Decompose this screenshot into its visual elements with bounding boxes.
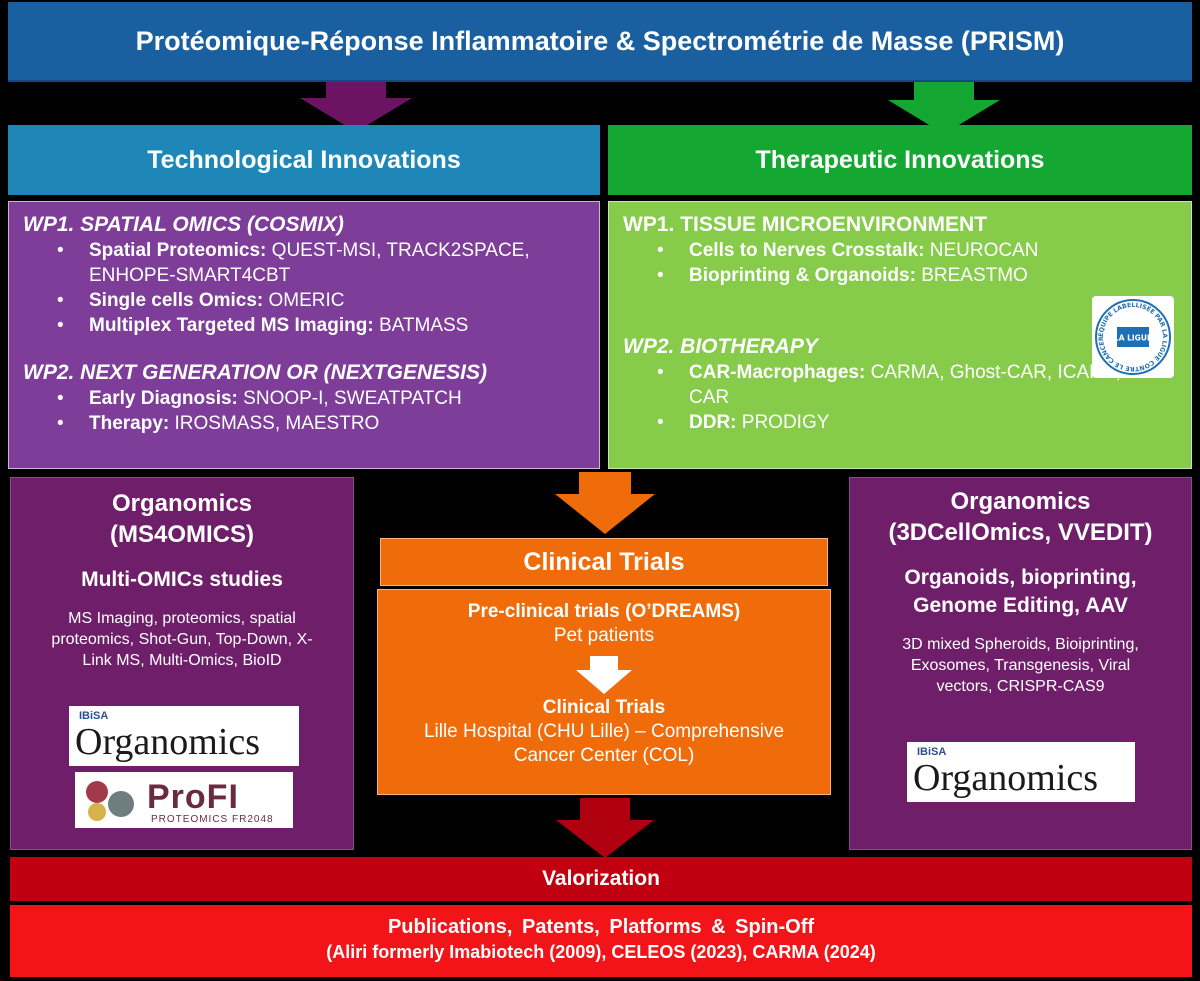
thera-wp1-list: Cells to Nerves Crosstalk: NEUROCAN Biop… bbox=[623, 238, 1177, 288]
list-item: Multiplex Targeted MS Imaging: BATMASS bbox=[23, 313, 585, 338]
ligue-seal-icon: ÉQUIPE LABELLISÉE PAR LA LIGUE CONTRE LE… bbox=[1095, 299, 1171, 375]
left-organ-desc-2: proteomics, Shot-Gun, Top-Down, X- bbox=[51, 631, 313, 648]
right-organ-subtitle-1: Organoids, bioprinting, bbox=[904, 566, 1137, 589]
right-organ-subtitle-2: Genome Editing, AAV bbox=[913, 594, 1128, 617]
tech-wp2-list: Early Diagnosis: SNOOP-I, SWEATPATCH The… bbox=[23, 386, 585, 436]
list-item: Therapy: IROSMASS, MAESTRO bbox=[23, 411, 585, 436]
organomics-logo: IBiSA Organomics bbox=[907, 742, 1135, 802]
organomics-wordmark: Organomics bbox=[75, 721, 261, 763]
valorization-header: Valorization bbox=[10, 857, 1192, 901]
clinical-trials-panel: Pre-clinical trials (O’DREAMS) Pet patie… bbox=[377, 589, 831, 795]
right-organ-desc-3: vectors, CRISPR-CAS9 bbox=[936, 678, 1105, 695]
organomics-logo: IBiSA Organomics bbox=[69, 706, 299, 766]
clinical-header-label: Clinical Trials bbox=[523, 547, 685, 576]
right-organ-title-1: Organomics bbox=[950, 488, 1091, 515]
list-item: Single cells Omics: OMERIC bbox=[23, 288, 585, 313]
thera-panel: WP1. TISSUE MICROENVIRONMENT Cells to Ne… bbox=[608, 201, 1192, 469]
clinical-trials-line2: Cancer Center (COL) bbox=[513, 745, 695, 766]
tech-innovations-header: Technological Innovations bbox=[8, 125, 600, 195]
list-item: Spatial Proteomics: QUEST-MSI, TRACK2SPA… bbox=[23, 238, 585, 288]
profi-subtitle: PROTEOMICS FR2048 bbox=[151, 814, 274, 825]
valorization-panel: Publications, Patents, Platforms & Spin-… bbox=[10, 905, 1192, 977]
tech-wp2-title: WP2. NEXT GENERATION OR (NEXTGENESIS) bbox=[23, 361, 487, 384]
left-organomics-box: Organomics (MS4OMICS) Multi-OMICs studie… bbox=[10, 477, 354, 850]
list-item: Bioprinting & Organoids: BREASTMO bbox=[623, 263, 1177, 288]
clinical-trials-line1: Lille Hospital (CHU Lille) – Comprehensi… bbox=[423, 721, 785, 742]
tech-header-label: Technological Innovations bbox=[147, 145, 461, 174]
molecule-icon bbox=[86, 781, 134, 821]
right-organ-desc-2: Exosomes, Transgenesis, Viral bbox=[910, 657, 1131, 674]
profi-wordmark: ProFI bbox=[147, 778, 239, 816]
valorization-header-label: Valorization bbox=[542, 867, 660, 890]
left-organ-desc-1: MS Imaging, proteomics, spatial bbox=[68, 610, 296, 627]
valorization-line-1: Publications, Patents, Platforms & Spin-… bbox=[387, 916, 815, 938]
tech-wp1-list: Spatial Proteomics: QUEST-MSI, TRACK2SPA… bbox=[23, 238, 585, 338]
right-organomics-box: Organomics (3DCellOmics, VVEDIT) Organoi… bbox=[849, 477, 1192, 850]
clinical-trials-header: Clinical Trials bbox=[380, 538, 828, 586]
list-item: DDR: PRODIGY bbox=[623, 410, 1173, 435]
ibisa-label: IBiSA bbox=[917, 746, 947, 758]
arrow-down-green-icon bbox=[888, 82, 1000, 134]
arrow-down-red-icon bbox=[556, 798, 654, 858]
tech-wp1-title: WP1. SPATIAL OMICS (COSMIX) bbox=[23, 213, 344, 236]
list-item: CAR-Macrophages: CARMA, Ghost-CAR, ICARE… bbox=[623, 360, 1173, 410]
thera-wp1-title: WP1. TISSUE MICROENVIRONMENT bbox=[623, 213, 988, 236]
thera-header-label: Therapeutic Innovations bbox=[755, 145, 1045, 174]
list-item: Cells to Nerves Crosstalk: NEUROCAN bbox=[623, 238, 1177, 263]
top-banner: Protéomique-Réponse Inflammatoire & Spec… bbox=[8, 2, 1192, 82]
left-organ-title-1: Organomics bbox=[111, 490, 253, 517]
thera-wp2-list: CAR-Macrophages: CARMA, Ghost-CAR, ICARE… bbox=[623, 360, 1177, 435]
clinical-trials-title: Clinical Trials bbox=[542, 697, 666, 718]
left-organ-title-2: (MS4OMICS) bbox=[110, 521, 254, 548]
left-organ-subtitle: Multi-OMICs studies bbox=[81, 568, 283, 591]
ligue-center-text: LA LIGUE bbox=[1114, 334, 1152, 343]
right-organ-desc-1: 3D mixed Spheroids, Bioiprinting, bbox=[902, 636, 1139, 653]
organomics-wordmark: Organomics bbox=[913, 757, 1099, 799]
thera-innovations-header: Therapeutic Innovations bbox=[608, 125, 1192, 195]
ibisa-label: IBiSA bbox=[79, 710, 109, 722]
arrow-down-white-icon bbox=[576, 656, 632, 694]
arrow-down-orange-icon bbox=[555, 472, 655, 534]
banner-title: Protéomique-Réponse Inflammatoire & Spec… bbox=[135, 25, 1065, 56]
profi-logo: ProFI PROTEOMICS FR2048 bbox=[75, 772, 293, 828]
tech-panel: WP1. SPATIAL OMICS (COSMIX) Spatial Prot… bbox=[8, 201, 600, 469]
right-organ-title-2: (3DCellOmics, VVEDIT) bbox=[888, 519, 1153, 546]
valorization-line-2: (Aliri formerly Imabiotech (2009), CELEO… bbox=[326, 942, 876, 962]
left-organ-desc-3: Link MS, Multi-Omics, BioID bbox=[82, 652, 282, 669]
thera-wp2-title: WP2. BIOTHERAPY bbox=[623, 335, 818, 358]
preclinical-title: Pre-clinical trials (O’DREAMS) bbox=[467, 601, 741, 622]
list-item: Early Diagnosis: SNOOP-I, SWEATPATCH bbox=[23, 386, 585, 411]
preclinical-sub: Pet patients bbox=[553, 625, 655, 646]
ligue-contre-le-cancer-logo: ÉQUIPE LABELLISÉE PAR LA LIGUE CONTRE LE… bbox=[1092, 296, 1174, 378]
arrow-down-purple-icon bbox=[300, 82, 412, 132]
